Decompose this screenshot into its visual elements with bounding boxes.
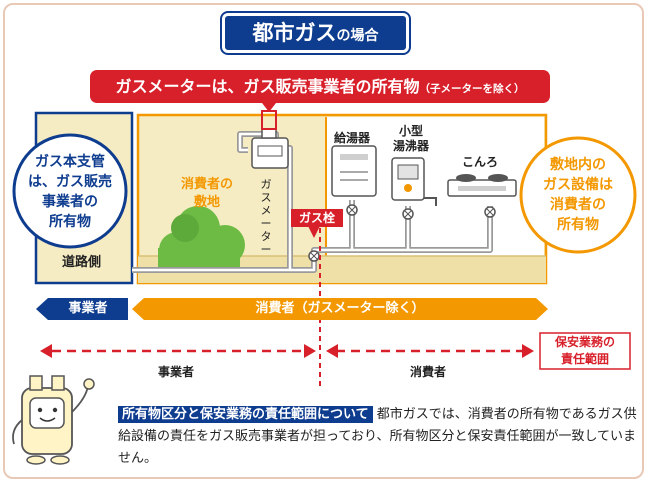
meter-banner-note: （子メーターを除く） [419, 83, 525, 95]
valve-label-pointer [308, 226, 320, 238]
explanation-note: 所有物区分と保安業務の責任範囲について 都市ガスでは、消費者の所有物であるガス供… [118, 404, 638, 470]
road-side-label: 道路側 [62, 255, 102, 270]
responsibility-end-line: 保安業務の [554, 335, 615, 349]
right-circle-line: 敷地内の [550, 157, 606, 173]
consumer-site-line: 消費者の [180, 177, 233, 192]
gas-valve-icon [308, 250, 320, 262]
left-ownership-circle [12, 133, 128, 249]
small-heater-line: 湯沸器 [393, 139, 430, 153]
meter-ownership-banner: ガスメーターは、ガス販売事業者の所有物（子メーターを除く） [90, 70, 550, 103]
meter-banner-text: ガスメーターは、ガス販売事業者の所有物 [115, 77, 420, 96]
small-water-heater-icon [391, 157, 437, 220]
stove-label: こんろ [462, 155, 499, 169]
garden-bush [158, 206, 245, 270]
responsibility-end-line: 責任範囲 [560, 352, 609, 366]
responsibility-arrow-operator [40, 344, 316, 358]
left-circle-line: 事業者の [42, 194, 98, 210]
gas-meter-label-char: ガ [260, 178, 272, 191]
gas-meter-label-char: タ [260, 230, 272, 243]
left-circle-line: は、ガス販売 [28, 174, 112, 190]
gas-stove-icon [447, 174, 517, 218]
gas-meter-vertical-label: ガ ス メ ー タ ー [259, 178, 273, 256]
water-heater-label: 給湯器 [334, 131, 371, 145]
water-heater-icon [331, 145, 377, 216]
meter-banner-pointer [261, 103, 277, 130]
responsibility-end-box [539, 332, 631, 370]
gas-meter-icon [251, 128, 289, 169]
ownership-operator-label: 事業者 [68, 301, 108, 316]
ownership-consumer-label: 消費者（ガスメーター除く） [255, 301, 425, 316]
title-suffix: の場合 [336, 28, 379, 44]
consumer-site-line: 敷地 [193, 195, 220, 210]
ownership-bar-consumer [132, 298, 548, 320]
right-circle-line: 消費者の [550, 197, 606, 213]
right-circle-line: ガス設備は [543, 177, 613, 193]
small-heater-label: 小型 湯沸器 [393, 124, 429, 154]
gas-meter-label-char: ス [260, 191, 272, 204]
small-heater-line: 小型 [399, 124, 424, 138]
gas-meter-label-char: メ [260, 204, 272, 217]
right-ownership-circle [519, 136, 637, 254]
note-body: 都市ガスでは、消費者の所有物であるガス供給設備の責任をガス販売事業者が担っており… [118, 407, 637, 466]
responsibility-arrow-consumer [326, 344, 534, 358]
responsibility-operator-label: 事業者 [158, 365, 195, 379]
gas-meter-label-char: ー [260, 243, 272, 256]
note-heading: 所有物区分と保安業務の責任範囲について [118, 406, 373, 423]
right-circle-text: 敷地内の ガス設備は 消費者の 所有物 [521, 155, 635, 235]
gas-meter-label-char: ー [260, 217, 272, 230]
ownership-bar-operator [36, 298, 128, 320]
gas-valve-label: ガス栓 [291, 209, 343, 227]
responsibility-end-label: 保安業務の 責任範囲 [540, 334, 630, 368]
consumer-site-label: 消費者の 敷地 [170, 176, 244, 212]
left-circle-line: 所有物 [49, 214, 91, 230]
title-main: 都市ガス [252, 21, 337, 45]
mascot-meter-character [12, 375, 95, 465]
right-circle-line: 所有物 [557, 217, 599, 233]
page-title: 都市ガスの場合 [222, 13, 409, 53]
left-circle-line: ガス本支管 [35, 154, 105, 170]
left-circle-text: ガス本支管 は、ガス販売 事業者の 所有物 [14, 152, 126, 232]
responsibility-consumer-label: 消費者 [410, 365, 447, 379]
